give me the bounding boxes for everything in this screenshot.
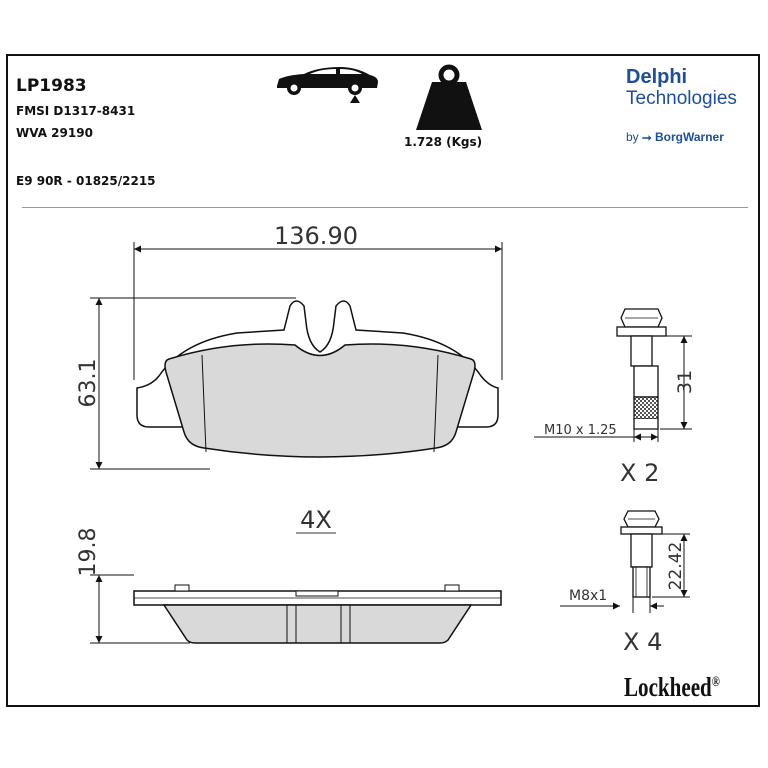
- part-number: LP1983: [16, 76, 87, 96]
- bolt2-quantity: X 4: [623, 628, 662, 656]
- pad-quantity: 4X: [300, 506, 332, 534]
- fmsi-code: FMSI D1317-8431: [16, 104, 136, 118]
- bolt2-thread: M8x1: [569, 588, 607, 604]
- drawing-frame: [6, 54, 760, 707]
- brand-line1: Delphi: [626, 66, 688, 88]
- approval-code: E9 90R - 01825/2215: [16, 174, 156, 188]
- bolt-m8: [560, 510, 690, 613]
- lockheed-logo-text: Lockheed: [624, 672, 712, 702]
- bolt1-length: 31: [674, 370, 696, 394]
- weight-icon: [416, 64, 482, 130]
- delphi-logo: Delphi Technologies: [626, 66, 737, 110]
- registered-mark: ®: [711, 675, 720, 690]
- brand-by-line: by ⭢ BorgWarner: [626, 130, 724, 145]
- car-rear-axle-icon: [277, 67, 378, 103]
- pad-groove-right: [433, 354, 439, 453]
- pad-groove-left: [201, 354, 207, 453]
- brand-parent: BorgWarner: [654, 130, 724, 144]
- bolt2-length: 22.42: [666, 542, 686, 591]
- wva-code: WVA 29190: [16, 126, 93, 140]
- brand-line2: Technologies: [626, 88, 737, 109]
- bolt-m10: [534, 308, 692, 442]
- weight-value: 1.728 (Kgs): [404, 135, 483, 149]
- bolt1-thread: M10 x 1.25: [544, 423, 617, 438]
- friction-pad: [164, 343, 476, 458]
- height-dimension: 63.1: [76, 359, 101, 408]
- header-separator: [22, 207, 748, 208]
- bolt1-quantity: X 2: [620, 459, 659, 487]
- lockheed-logo: Lockheed®: [624, 672, 720, 703]
- width-dimension: 136.90: [274, 222, 358, 250]
- brand-by: by: [626, 130, 639, 144]
- borgwarner-icon: ⭢: [642, 130, 652, 144]
- side-friction-pad: [162, 604, 473, 644]
- thickness-dimension: 19.8: [76, 528, 101, 577]
